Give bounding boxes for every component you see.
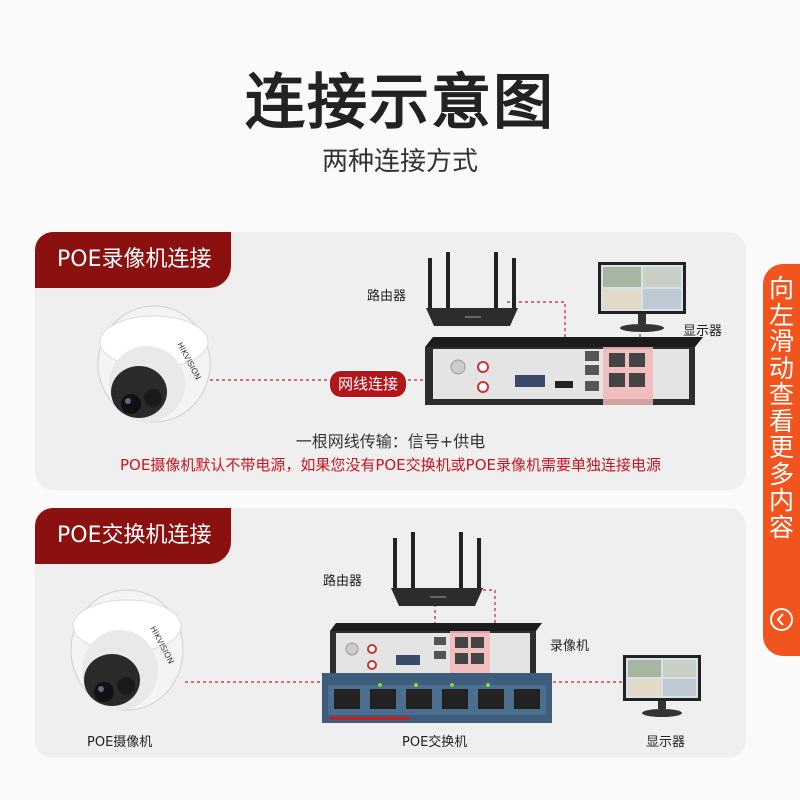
dome-camera-image: HIKVISION xyxy=(70,589,184,711)
transmission-note: 一根网线传输：信号+供电 xyxy=(295,432,486,451)
section-tab: POE交换机连接 xyxy=(35,508,232,564)
swipe-more-text: 向左滑动查看更多内容 xyxy=(768,274,794,542)
camera-label: POE摄像机 xyxy=(87,735,153,750)
page-title: 连接示意图 xyxy=(245,68,555,138)
poe-nvr-connection-card: POE录像机连接 HIKVISION 路由器 显示器 xyxy=(35,232,746,490)
monitor-label: 显示器 xyxy=(683,324,723,339)
chevron-left-icon xyxy=(770,608,793,631)
dome-camera-image: HIKVISION xyxy=(97,305,211,423)
page-subtitle: 两种连接方式 xyxy=(321,147,478,177)
poe-switch-connection-card: POE交换机连接 HIKVISION 路由器 xyxy=(35,508,746,758)
nvr-label: 录像机 xyxy=(550,639,590,654)
router-label: 路由器 xyxy=(323,574,363,589)
monitor-image xyxy=(623,655,701,717)
nvr-image xyxy=(330,623,542,679)
monitor-image xyxy=(598,262,686,332)
cable-connection-tag: 网线连接 xyxy=(329,370,408,398)
switch-label: POE交换机 xyxy=(402,735,468,750)
power-warning: POE摄像机默认不带电源，如果您没有POE交换机或POE录像机需要单独连接电源 xyxy=(120,456,661,474)
router-image xyxy=(426,252,518,326)
section-tab: POE录像机连接 xyxy=(35,232,232,288)
poe-switch-image xyxy=(322,673,552,723)
router-label: 路由器 xyxy=(367,289,407,304)
swipe-more-tab[interactable]: 向左滑动查看更多内容 xyxy=(763,264,800,656)
router-image xyxy=(391,532,483,606)
monitor-label: 显示器 xyxy=(646,735,686,750)
nvr-image xyxy=(425,337,703,405)
